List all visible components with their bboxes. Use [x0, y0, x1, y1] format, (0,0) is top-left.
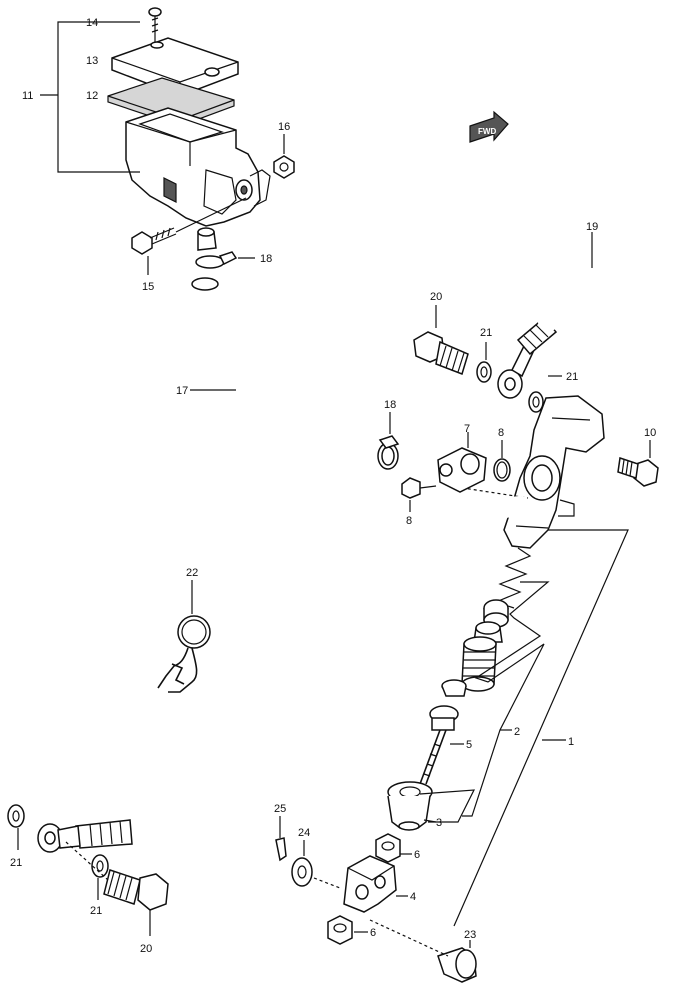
spring: [494, 547, 532, 609]
callout-14: 14: [86, 17, 98, 29]
reservoir-cap: [111, 37, 239, 97]
brake-hose-19: [538, 266, 640, 426]
callout-bracket-11: [40, 21, 140, 173]
bolt-10: [617, 457, 659, 487]
callout-2: 2: [514, 726, 520, 738]
o-ring-8-top: [493, 458, 511, 482]
washer-16: [273, 155, 295, 179]
callout-23: 23: [464, 929, 476, 941]
callout-bracket-3: [419, 789, 476, 823]
washer-21-lower-right: [91, 854, 109, 878]
hose-end-fitting-lower: [37, 819, 133, 853]
clevis-4: [343, 855, 397, 913]
callout-8-top: 8: [498, 427, 504, 439]
callout-6-lower: 6: [370, 927, 376, 939]
union-bolt-20-lower: [103, 869, 169, 911]
callout-20-top: 20: [430, 291, 442, 303]
callout-bracket-2: [462, 581, 550, 817]
piston: [461, 636, 497, 692]
callout-25: 25: [274, 803, 286, 815]
callout-15: 15: [142, 281, 154, 293]
connector-7: [437, 447, 487, 493]
reservoir-outlet-nipple: [197, 227, 217, 251]
nut-6-lower: [327, 915, 353, 945]
washer-21-top-a: [476, 361, 492, 383]
callout-21-lower-right: 21: [90, 905, 102, 917]
callout-7: 7: [464, 423, 470, 435]
callout-13: 13: [86, 55, 98, 67]
washer-21-top-b: [528, 391, 544, 413]
callout-16: 16: [278, 121, 290, 133]
screw-9: [401, 477, 437, 499]
washer-21-lower-left: [7, 804, 25, 828]
callout-4: 4: [410, 891, 416, 903]
spring-clip-22: [157, 615, 211, 693]
washer-24: [291, 857, 313, 887]
callout-6-upper: 6: [414, 849, 420, 861]
bolt-15: [131, 197, 247, 255]
hose-clamp-18-lower: [377, 435, 400, 470]
nut-6-upper: [375, 833, 401, 863]
callout-1: 1: [568, 736, 574, 748]
clevis-pin-23: [437, 947, 477, 983]
reservoir-screw: [148, 7, 162, 42]
callout-24: 24: [298, 827, 310, 839]
reservoir-hose-17: [188, 271, 397, 465]
fwd-direction-arrow: FWD: [469, 110, 509, 143]
reservoir-body: [125, 107, 271, 227]
hose-clamp-18-top: [195, 251, 238, 269]
callout-12: 12: [86, 90, 98, 102]
callout-10: 10: [644, 427, 656, 439]
secondary-cup: [441, 679, 467, 697]
callout-9: 8: [406, 515, 412, 527]
callout-22: 22: [186, 567, 198, 579]
callout-11: 11: [22, 90, 33, 102]
union-bolt-20-top: [413, 331, 469, 375]
callout-5: 5: [466, 739, 472, 751]
callout-bracket-1: [453, 529, 629, 927]
callout-18-top: 18: [260, 253, 272, 265]
fwd-label: FWD: [478, 127, 496, 136]
callout-21-lower-left: 21: [10, 857, 22, 869]
callout-21-top-b: 21: [566, 371, 578, 383]
callout-18-lower: 18: [384, 399, 396, 411]
dust-boot: [387, 781, 433, 831]
push-rod: [419, 705, 459, 785]
spring-seat: [483, 599, 509, 628]
cotter-pin-25: [275, 830, 287, 862]
rear-brake-hose: [116, 496, 530, 840]
callout-20-lower: 20: [140, 943, 152, 955]
callout-3: 3: [436, 817, 442, 829]
callout-17: 17: [176, 385, 188, 397]
callout-21-top-a: 21: [480, 327, 492, 339]
master-cylinder-body: [503, 395, 605, 549]
callout-19: 19: [586, 221, 598, 233]
